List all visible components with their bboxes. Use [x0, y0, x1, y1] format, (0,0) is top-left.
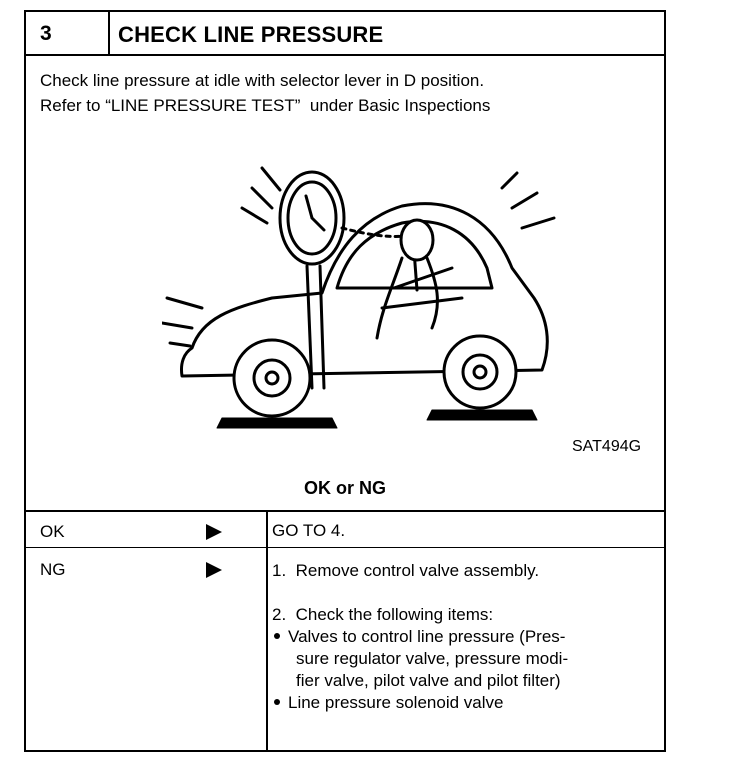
step-title: CHECK LINE PRESSURE	[118, 22, 384, 47]
ok-action: GO TO 4.	[272, 521, 346, 540]
bullet-icon	[274, 699, 280, 706]
ok-or-ng-prompt: OK or NG	[303, 478, 386, 498]
ng-result-row: NG 1. Remove control valve assembly. 2. …	[26, 548, 664, 752]
ng-bullet-1-line-2: sure regulator valve, pressure modi-	[296, 649, 569, 668]
instruction-line-2: Refer to “LINE PRESSURE TEST” under Basi…	[40, 96, 491, 115]
instruction-line-1: Check line pressure at idle with selecto…	[40, 71, 485, 90]
ng-bullet-1: Valves to control line pressure (Pres-	[272, 626, 568, 648]
instruction-text: Check line pressure at idle with selecto…	[40, 68, 490, 118]
ng-bullet-2: Line pressure solenoid valve	[272, 692, 568, 714]
ng-step-2: 2. Check the following items:	[272, 605, 494, 624]
ng-label: NG	[40, 560, 66, 579]
ng-bullet-2-text: Line pressure solenoid valve	[288, 693, 504, 712]
step-number: 3	[26, 12, 110, 54]
column-divider	[266, 510, 268, 752]
ng-bullet-1-line-1: Valves to control line pressure (Pres-	[288, 627, 566, 646]
line-pressure-gauge-car-illustration	[162, 166, 556, 429]
ok-result-row: OK GO TO 4.	[26, 510, 664, 548]
arrow-right-icon	[206, 562, 222, 578]
ng-bullet-1-line-3: fier valve, pilot valve and pilot filter…	[296, 671, 561, 690]
bullet-icon	[274, 633, 280, 640]
ok-label: OK	[40, 522, 65, 541]
procedure-card: 3 CHECK LINE PRESSURE Check line pressur…	[24, 10, 666, 752]
ng-actions: 1. Remove control valve assembly. 2. Che…	[272, 560, 568, 714]
ng-step-1: 1. Remove control valve assembly.	[272, 561, 540, 580]
arrow-right-icon	[206, 524, 222, 540]
step-header: 3 CHECK LINE PRESSURE	[26, 12, 664, 56]
figure-code: SAT494G	[572, 438, 642, 455]
